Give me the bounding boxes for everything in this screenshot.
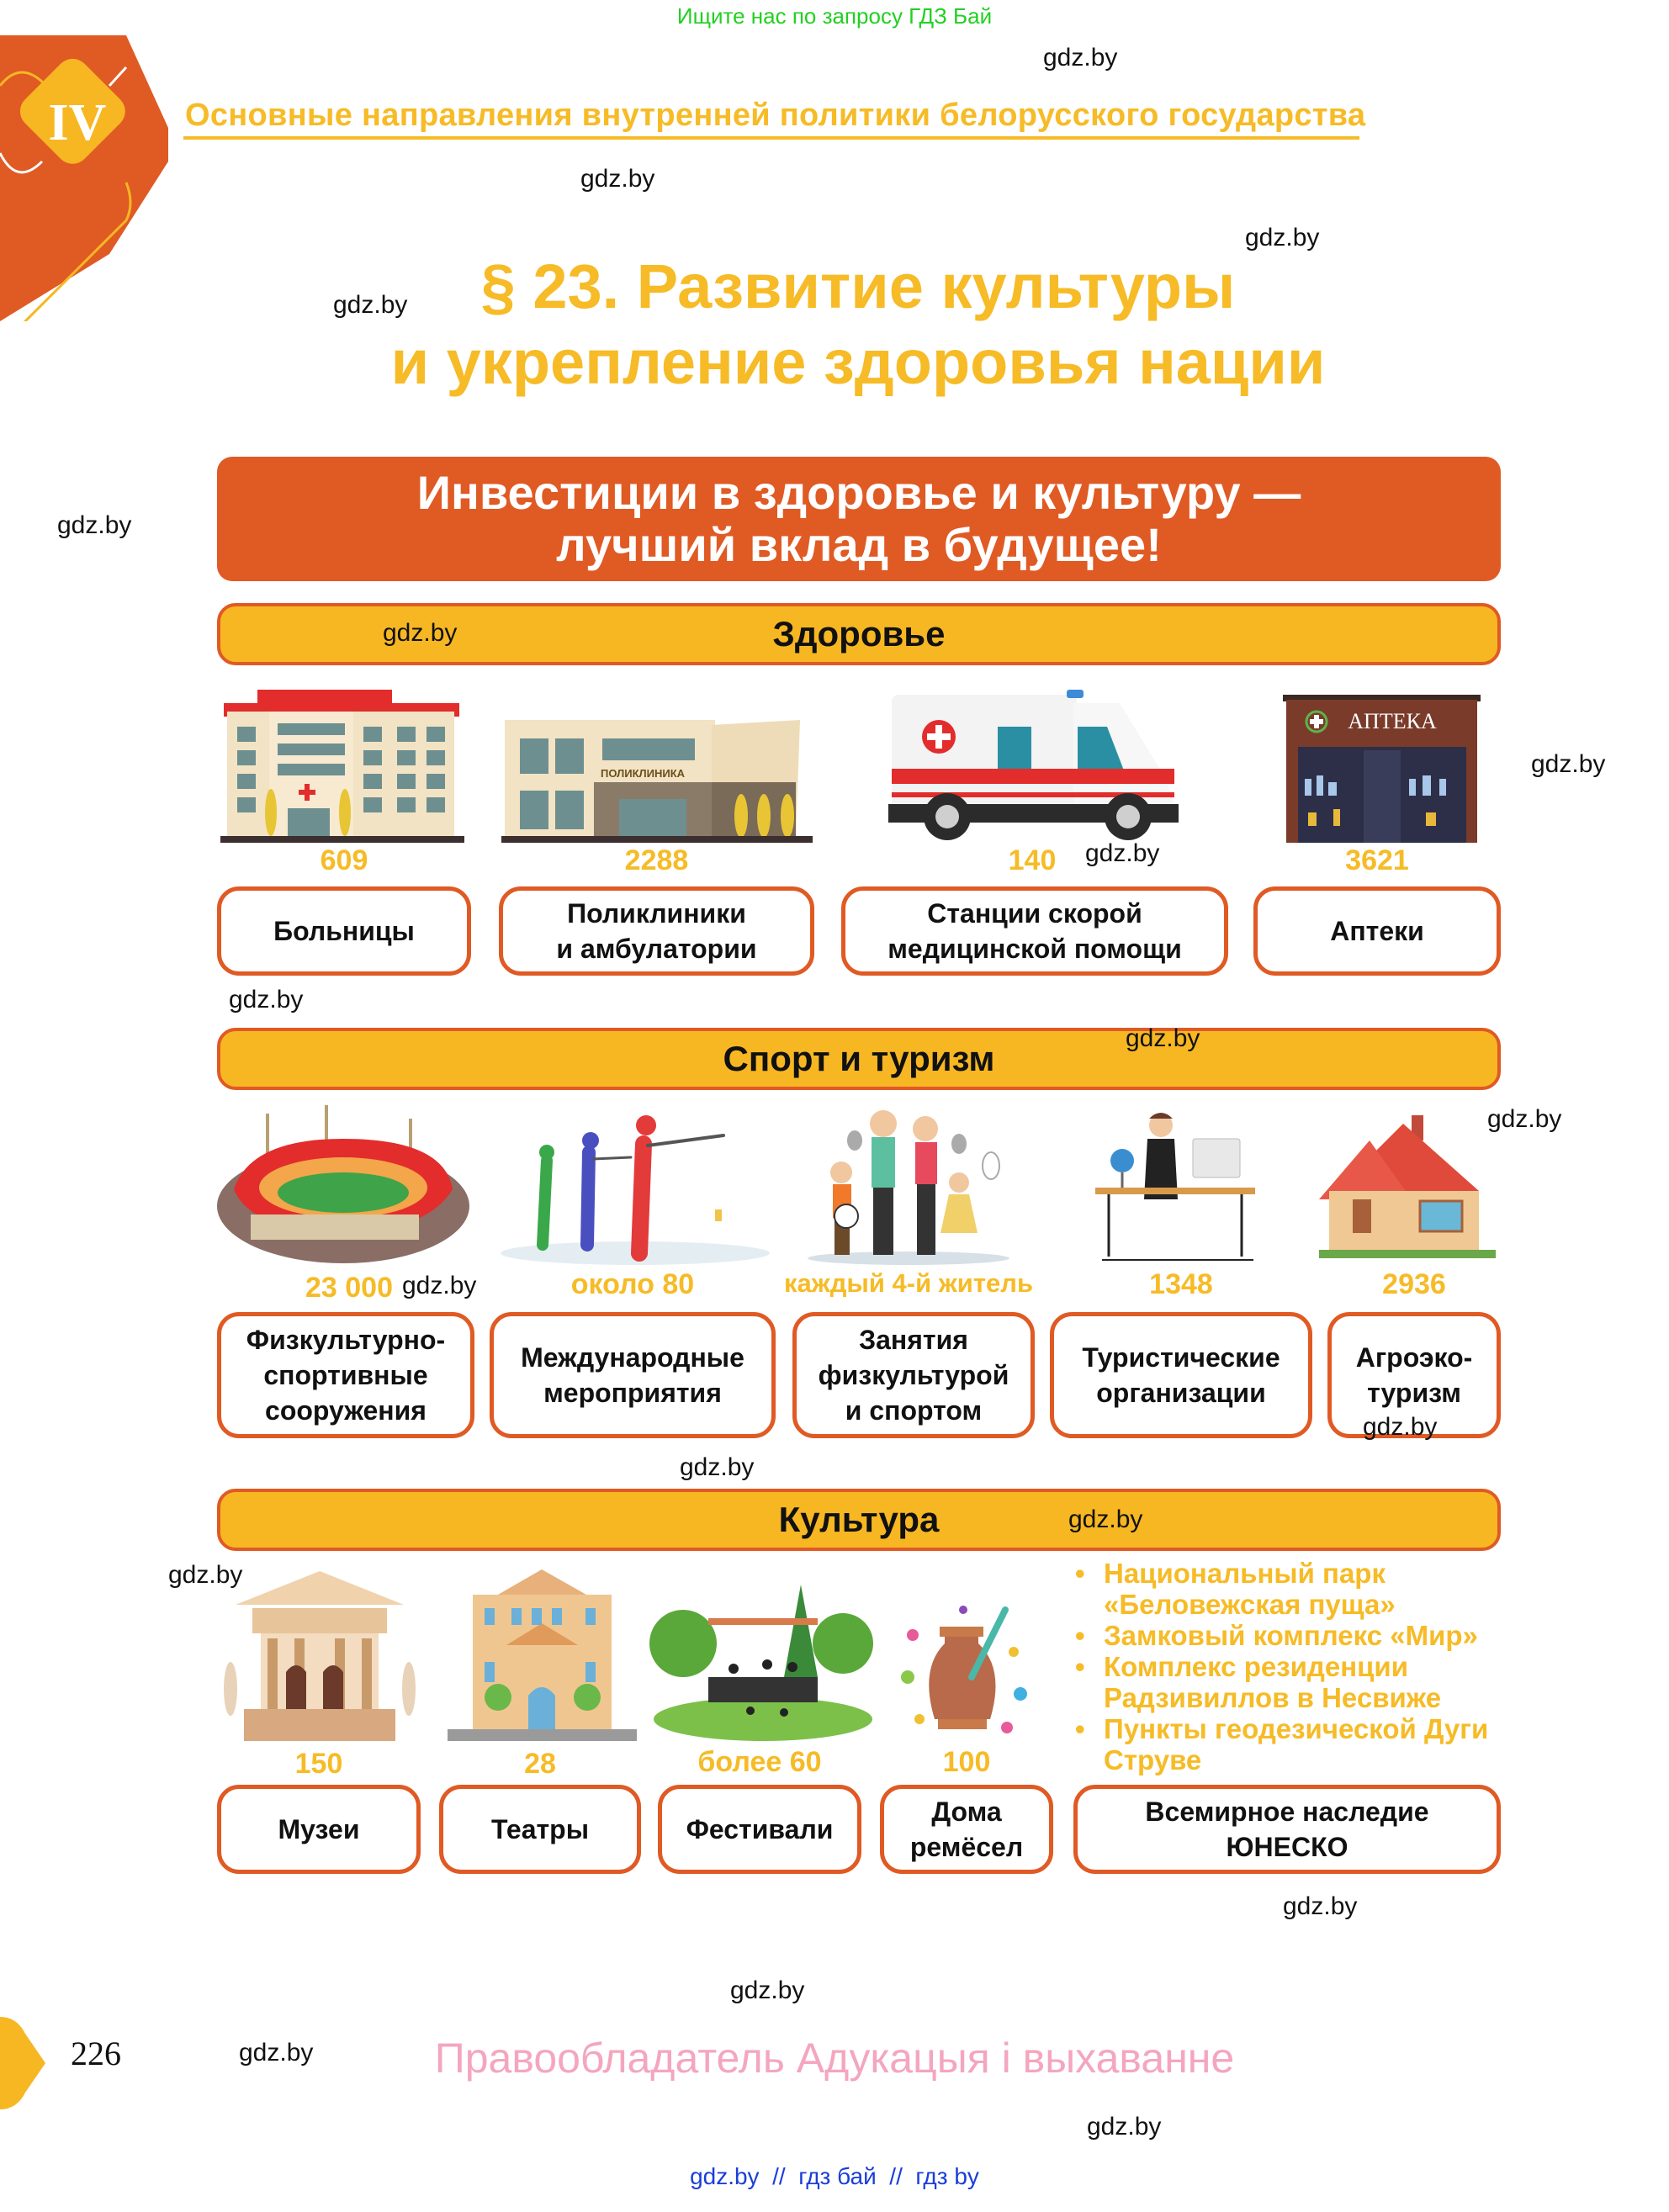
unesco-list-item: Комплекс резиденции Радзивиллов в Несвиж… (1070, 1651, 1507, 1713)
watermark: gdz.by (1068, 1506, 1143, 1533)
polyclinic-icon: ПОЛИКЛИНИКА (501, 678, 813, 843)
hospital-icon (220, 678, 464, 843)
section-bar-sport: Спорт и туризм (217, 1028, 1501, 1090)
watermark: gdz.by (229, 986, 304, 1013)
slogan-banner: Инвестиции в здоровье и культуру — лучши… (217, 457, 1501, 581)
unesco-list-item: Пункты геодезической Дуги Струве (1070, 1713, 1507, 1775)
watermark: gdz.by (1531, 750, 1606, 778)
watermark: gdz.by (1043, 44, 1118, 71)
chapter-underline (183, 94, 1359, 140)
banner-line1: Инвестиции в здоровье и культуру — (416, 466, 1301, 519)
sport-box-agrotourism: Агроэко-туризм (1327, 1312, 1501, 1438)
svg-text:IV: IV (49, 94, 107, 151)
copyright-text: Правообладатель Адукацыя і выхаванне (434, 2035, 1235, 2082)
stadium-icon (217, 1105, 478, 1265)
travel-agent-icon (1094, 1107, 1262, 1265)
country-house-icon (1319, 1107, 1496, 1265)
festival-icon (649, 1585, 877, 1741)
watermark: gdz.by (1487, 1105, 1562, 1133)
culture-value-craft-houses: 100 (942, 1746, 991, 1778)
top-promo-text: Ищите нас по запросу ГДЗ Бай (676, 3, 993, 29)
watermark: gdz.by (402, 1272, 477, 1299)
culture-box-festivals: Фестивали (658, 1785, 861, 1874)
watermark: gdz.by (730, 1977, 805, 2004)
chapter-badge: IV (0, 35, 168, 348)
chapter-badge-shape-icon: IV (0, 35, 168, 348)
section-bar-culture: Культура (217, 1489, 1501, 1551)
health-value-hospitals: 609 (320, 844, 368, 876)
banner-line2: лучший вклад в будущее! (556, 518, 1162, 571)
craft-vase-icon (896, 1601, 1031, 1741)
watermark: gdz.by (383, 619, 458, 647)
page-title-line2: и укрепление здоровья нации (390, 327, 1326, 397)
museum-icon (219, 1571, 421, 1741)
health-box-hospitals: Больницы (217, 886, 471, 976)
ambulance-icon (888, 686, 1183, 843)
culture-box-theatres: Театры (439, 1785, 641, 1874)
sport-value-tour-orgs: 1348 (1149, 1268, 1213, 1300)
watermark: gdz.by (1085, 839, 1160, 867)
watermark: gdz.by (680, 1453, 755, 1481)
pharmacy-icon: АПТЕКА (1283, 695, 1481, 843)
watermark: gdz.by (1087, 2113, 1162, 2141)
svg-text:ПОЛИКЛИНИКА: ПОЛИКЛИНИКА (601, 767, 686, 780)
sport-value-facilities: 23 000 (305, 1272, 393, 1304)
culture-box-museums: Музеи (217, 1785, 421, 1874)
watermark: gdz.by (239, 2039, 314, 2066)
sport-value-participants: каждый 4-й житель (784, 1268, 1033, 1298)
watermark: gdz.by (57, 511, 132, 539)
page-tab-shape-icon (0, 2017, 47, 2109)
unesco-heritage-list: Национальный парк «Беловежская пуща» Зам… (1070, 1558, 1507, 1775)
watermark: gdz.by (1363, 1413, 1438, 1441)
sport-value-events: около 80 (570, 1268, 695, 1300)
svg-text:АПТЕКА: АПТЕКА (1348, 709, 1437, 733)
health-value-polyclinics: 2288 (624, 844, 689, 876)
page-number: 226 (71, 2035, 121, 2072)
watermark: gdz.by (168, 1561, 243, 1589)
culture-value-festivals: более 60 (697, 1746, 822, 1778)
watermark: gdz.by (1126, 1024, 1200, 1052)
biathletes-icon (496, 1110, 774, 1265)
watermark: gdz.by (333, 291, 408, 319)
watermark: gdz.by (1245, 224, 1320, 251)
section-bar-health: Здоровье (217, 603, 1501, 665)
health-value-ambulance: 140 (1008, 844, 1057, 876)
chapter-title: Основные направления внутренней политики… (185, 98, 1366, 133)
health-value-pharmacies: 3621 (1345, 844, 1409, 876)
watermark: gdz.by (1283, 1892, 1358, 1920)
watermark: gdz.by (580, 165, 655, 193)
sport-value-agrotourism: 2936 (1382, 1268, 1446, 1300)
health-box-pharmacies: Аптеки (1253, 886, 1501, 976)
culture-value-museums: 150 (294, 1748, 343, 1780)
theatre-icon (448, 1569, 637, 1741)
unesco-list-item: Национальный парк «Беловежская пуща» (1070, 1558, 1507, 1620)
page-title-line1: § 23. Развитие культуры (480, 251, 1236, 321)
footer-links[interactable]: gdz.by // гдз бай // гдз by (690, 2163, 979, 2189)
unesco-list-item: Замковый комплекс «Мир» (1070, 1620, 1507, 1651)
family-sport-icon (791, 1107, 1035, 1265)
culture-value-theatres: 28 (524, 1748, 556, 1780)
